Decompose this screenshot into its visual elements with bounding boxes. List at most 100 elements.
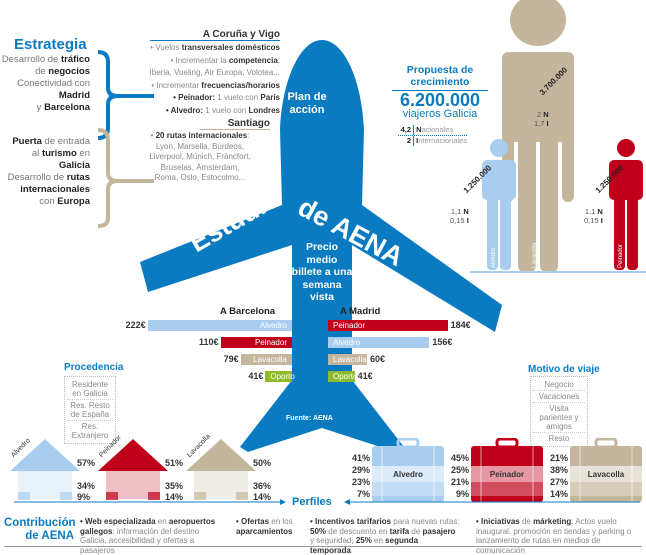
passenger-figures <box>470 0 646 273</box>
bold-text: turismo <box>41 148 77 159</box>
motivo-value: 21% <box>450 477 469 487</box>
text: Liverpool, Múnich, Fráncfort, <box>149 152 251 161</box>
text-line: con Europa <box>0 196 90 208</box>
price-bar-barcelona: Lavacolla <box>240 354 292 365</box>
text: : <box>277 55 280 65</box>
growth-legend: 4,2 Nacionales 2 Internacionales <box>398 125 467 146</box>
procedencia-value: 35% <box>165 481 184 491</box>
bold-text: aparcamientos <box>236 526 293 536</box>
bold-text: • Incentivos tarifarios <box>310 517 392 526</box>
procedencia-value: 57% <box>77 458 96 468</box>
bold-text: Barcelona <box>44 102 90 113</box>
bold-text: tráfico <box>60 54 90 65</box>
to-madrid-label: A Madrid <box>340 306 381 317</box>
procedencia-value: 14% <box>253 492 272 502</box>
bold-text: frecuencias/horarios <box>201 80 280 90</box>
bold-text: 25% <box>355 536 372 545</box>
text-line: • 20 rutas internacionales: <box>130 131 270 142</box>
lavacolla-figure <box>502 0 574 272</box>
plane-shape <box>140 40 502 452</box>
suitcase-lavacolla <box>570 438 642 502</box>
bold-text: 20 rutas internacionales <box>155 131 248 140</box>
house-peinador <box>98 439 168 500</box>
price-value: 60€ <box>370 354 386 364</box>
contribucion-title: Contribución de AENA <box>4 517 76 542</box>
strategy-title: Estrategia <box>14 36 87 53</box>
text-line: Puerta de entrada <box>0 136 90 148</box>
peinador-figure-label: Peinador <box>618 243 624 268</box>
source: Fuente: AENA <box>286 415 333 422</box>
text: en <box>76 148 90 159</box>
text: y <box>36 102 45 113</box>
text-line: Conectividad con <box>0 78 90 90</box>
price-bar-barcelona: Alvedro <box>147 320 292 331</box>
text-line: • Vuelos transversales domésticos <box>130 42 280 55</box>
text-line: Lyon, Marsella, Burdeos, <box>130 142 270 153</box>
contribucion-marketing: • Iniciativas de márketing: Actos vuelo … <box>476 517 642 555</box>
procedencia-title: Procedencia <box>64 362 124 373</box>
procedencia-value: 14% <box>165 492 184 502</box>
text: Desarrollo de <box>7 172 67 183</box>
procedencia-value: 51% <box>165 458 184 468</box>
coruna-vigo-list: • Vuelos transversales domésticos • Incre… <box>130 42 280 117</box>
bold-text: París <box>260 93 280 102</box>
text: Iberia, Vueling, Air Europa, Volotea... <box>149 68 280 77</box>
perfiles-label: Perfiles <box>292 496 332 508</box>
plan-title: Plan de acción <box>287 91 327 116</box>
bold-text: Madrid <box>58 90 90 101</box>
motivo-value: 9% <box>455 489 469 499</box>
text-line: internacionales <box>0 184 90 196</box>
bold-text: pasajero <box>422 526 456 536</box>
text: de descuento en <box>326 526 390 536</box>
bold-text: • Alvedro: <box>165 105 204 115</box>
motivo-value: 29% <box>351 465 370 475</box>
text: de <box>519 517 534 526</box>
growth-total-label: viajeros Galicia <box>402 108 478 120</box>
motivo-value: 41% <box>351 453 370 463</box>
lavacolla-figure-label: Lavacolla <box>532 242 538 268</box>
contribucion-parking: • Ofertas en los aparcamientos <box>236 517 302 536</box>
bold-text: internacionales <box>20 184 90 195</box>
bold-text: • Peinador: <box>173 93 216 102</box>
text: Lyon, Marsella, Burdeos, <box>155 141 245 151</box>
santiago-list: • 20 rutas internacionales:Lyon, Marsell… <box>130 131 270 184</box>
bold-text: • Web especializada <box>80 517 156 526</box>
text: 1 vuelo con <box>215 93 261 102</box>
motivo-value: 21% <box>549 453 568 463</box>
text-line: Desarrollo de tráfico <box>0 54 90 66</box>
bold-text: márketing <box>533 517 572 526</box>
motivo-legend: Negocio Vacaciones Visita parientes y am… <box>530 376 588 447</box>
contribucion-web: • Web especializada en aeropuertos galle… <box>80 517 228 555</box>
house-alvedro <box>10 439 80 500</box>
text-line: al turismo en <box>0 148 90 160</box>
text-line: Liverpool, Múnich, Fráncfort, <box>130 152 270 163</box>
growth-total: 6.200.000 <box>399 90 481 110</box>
to-barcelona-label: A Barcelona <box>220 306 276 317</box>
text: de entrada <box>41 136 90 147</box>
price-value: 184€ <box>450 320 471 330</box>
alvedro-figure <box>482 139 516 270</box>
text: de <box>35 66 49 77</box>
procedencia-value: 34% <box>77 481 96 491</box>
text: en <box>155 517 169 526</box>
text: en los <box>269 517 293 526</box>
bold-text: Galicia <box>58 160 90 171</box>
text: 1 vuelo con <box>203 105 249 115</box>
text-line: Iberia, Vueling, Air Europa, Volotea... <box>130 67 280 80</box>
text: con <box>39 196 58 207</box>
perfiles-axis <box>14 499 640 505</box>
text: • Vuelos <box>150 43 182 52</box>
text: Bruselas, Ámsterdam, <box>160 162 240 172</box>
price-value: 41€ <box>248 371 264 381</box>
suitcase-label: Lavacolla <box>587 470 625 479</box>
motivo-value: 27% <box>549 477 568 487</box>
text-line: Roma, Oslo, Estocolmo... <box>130 173 270 184</box>
text: • Incrementar <box>151 80 202 90</box>
text: y seguridad; <box>310 536 356 545</box>
bold-text: • Iniciativas <box>476 517 520 526</box>
